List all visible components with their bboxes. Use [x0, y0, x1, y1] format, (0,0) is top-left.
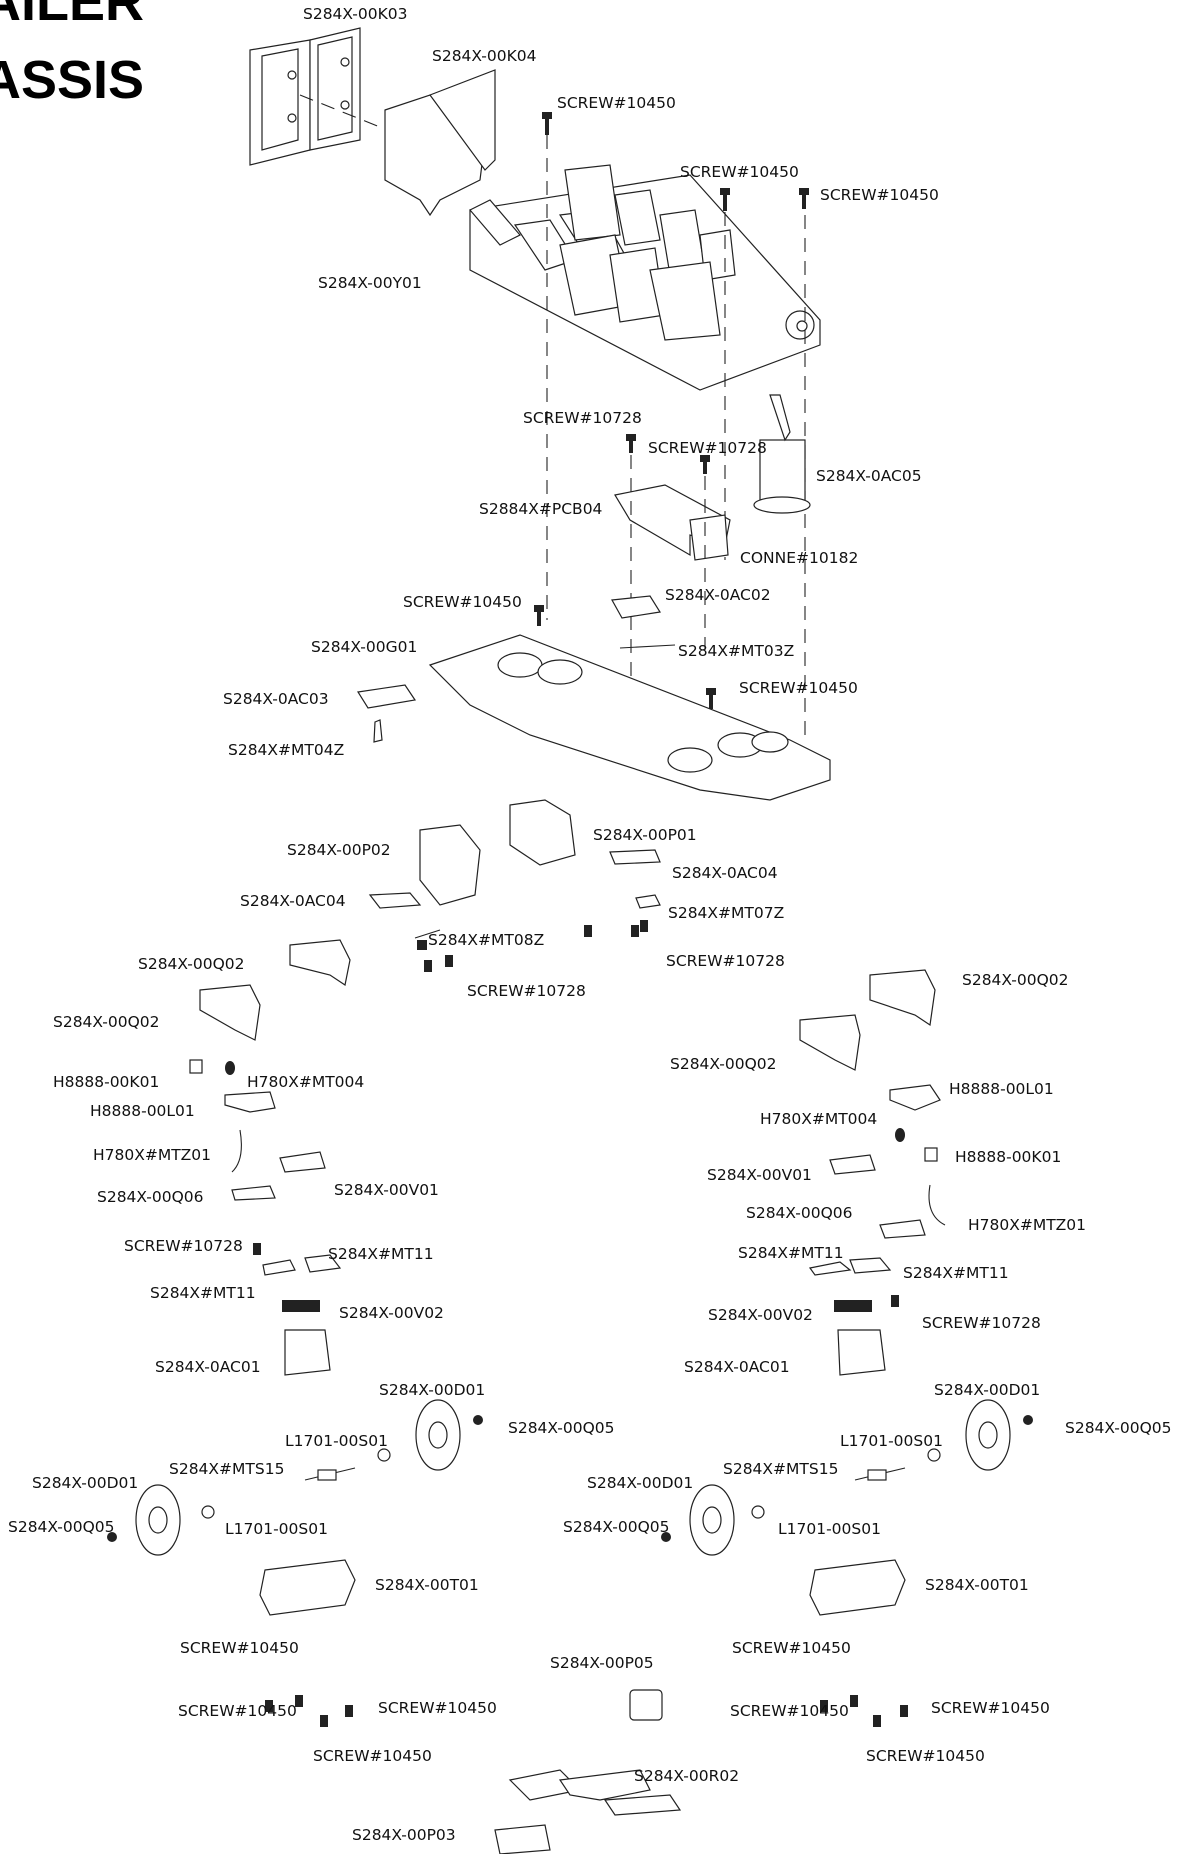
title-line-2: ASSIS: [0, 50, 144, 110]
part-label: S284X-00V01: [707, 1166, 812, 1184]
part-label: SCREW#10450: [178, 1702, 297, 1720]
part-label: SCREW#10728: [467, 982, 586, 1000]
part-label: SCREW#10450: [403, 593, 522, 611]
part-label: H780X#MT004: [760, 1110, 877, 1128]
part-label: S284X-00Q05: [1065, 1419, 1172, 1437]
part-label: L1701-00S01: [225, 1520, 328, 1538]
part-label: S284X-00P05: [550, 1654, 654, 1672]
part-label: H8888-00K01: [955, 1148, 1061, 1166]
part-label: SCREW#10450: [820, 186, 939, 204]
part-label: S284X-00D01: [32, 1474, 138, 1492]
part-label: SCREW#10728: [666, 952, 785, 970]
part-label: S284X-00P03: [352, 1826, 456, 1844]
part-label: S284X-00R02: [634, 1767, 739, 1785]
part-left-truck-assembly: [107, 939, 483, 1727]
part-label: S284X#MT11: [738, 1244, 844, 1262]
part-label: S284X-00T01: [375, 1576, 479, 1594]
part-label: S284X-00Q06: [746, 1204, 853, 1222]
part-label: SCREW#10450: [866, 1747, 985, 1765]
part-right-truck-assembly: [661, 969, 1033, 1727]
part-label: S284X-00D01: [587, 1474, 693, 1492]
part-mid-assembly: [368, 799, 661, 972]
part-label: S284X-00Q05: [8, 1518, 115, 1536]
part-label: SCREW#10450: [739, 679, 858, 697]
part-labels: S284X-00K03 S284X-00K04 SCREW#10450 SCRE…: [8, 5, 1172, 1844]
part-label: H780X#MT004: [247, 1073, 364, 1091]
part-label: SCREW#10450: [730, 1702, 849, 1720]
part-label: S284X-00V01: [334, 1181, 439, 1199]
part-label: H8888-00K01: [53, 1073, 159, 1091]
part-label: S284X-00V02: [708, 1306, 813, 1324]
part-label: SCREW#10728: [922, 1314, 1041, 1332]
part-label: S284X#MT03Z: [678, 642, 794, 660]
part-label: SCREW#10450: [313, 1747, 432, 1765]
part-label: H8888-00L01: [90, 1102, 195, 1120]
part-label: S284X-0AC01: [684, 1358, 790, 1376]
part-label: S284X-00Q02: [138, 955, 245, 973]
part-label: S284X-00Q02: [962, 971, 1069, 989]
part-label: SCREW#10450: [732, 1639, 851, 1657]
part-label: S284X-00Q05: [508, 1419, 615, 1437]
part-label: S284X-00Q05: [563, 1518, 670, 1536]
part-label: SCREW#10450: [557, 94, 676, 112]
part-label: S284X-00G01: [311, 638, 417, 656]
part-chassis-g01: [357, 595, 831, 801]
part-label: S284X#MTS15: [169, 1460, 284, 1478]
part-label: S284X-0AC03: [223, 690, 329, 708]
part-label: S284X-00D01: [934, 1381, 1040, 1399]
part-label: S284X-00Q06: [97, 1188, 204, 1206]
part-label: SCREW#10450: [180, 1639, 299, 1657]
part-label: L1701-00S01: [778, 1520, 881, 1538]
part-label: S284X-00V02: [339, 1304, 444, 1322]
part-label: S284X-00T01: [925, 1576, 1029, 1594]
part-label: S284X#MTS15: [723, 1460, 838, 1478]
part-label: S284X-0AC04: [672, 864, 778, 882]
part-label: S284X-00K04: [432, 47, 536, 65]
part-label: S284X-00Y01: [318, 274, 422, 292]
part-label: S284X-0AC05: [816, 467, 922, 485]
part-label: SCREW#10728: [648, 439, 767, 457]
part-label: CONNE#10182: [740, 549, 858, 567]
part-label: S284X-0AC02: [665, 586, 771, 604]
part-label: S284X-0AC04: [240, 892, 346, 910]
part-label: SCREW#10450: [680, 163, 799, 181]
part-label: H780X#MTZ01: [93, 1146, 211, 1164]
part-pcb-and-connector: [614, 394, 811, 750]
part-label: S284X#MT11: [903, 1264, 1009, 1282]
part-label: S284X-00Q02: [53, 1013, 160, 1031]
part-label: S284X-0AC01: [155, 1358, 261, 1376]
part-side-panel-k03: [249, 27, 401, 166]
part-label: S284X#MT04Z: [228, 741, 344, 759]
part-label: S284X-00P01: [593, 826, 697, 844]
part-label: S284X-00Q02: [670, 1055, 777, 1073]
part-label: S284X-00P02: [287, 841, 391, 859]
parts-drawings: [107, 27, 1033, 1854]
part-panel-k04: [384, 69, 496, 217]
part-label: S284X#MT08Z: [428, 931, 544, 949]
part-motor-assembly: [494, 1689, 682, 1854]
part-label: H8888-00L01: [949, 1080, 1054, 1098]
part-seat-frame-y01: [469, 164, 821, 391]
part-label: S2884X#PCB04: [479, 500, 602, 518]
part-label: S284X#MT07Z: [668, 904, 784, 922]
part-label: SCREW#10728: [523, 409, 642, 427]
title-line-1: AILER: [0, 0, 144, 32]
part-label: SCREW#10450: [378, 1699, 497, 1717]
part-label: L1701-00S01: [840, 1432, 943, 1450]
part-label: SCREW#10728: [124, 1237, 243, 1255]
part-label: S284X-00K03: [303, 5, 407, 23]
part-label: L1701-00S01: [285, 1432, 388, 1450]
part-label: H780X#MTZ01: [968, 1216, 1086, 1234]
part-label: S284X#MT11: [328, 1245, 434, 1263]
part-label: SCREW#10450: [931, 1699, 1050, 1717]
part-label: S284X-00D01: [379, 1381, 485, 1399]
part-label: S284X#MT11: [150, 1284, 256, 1302]
